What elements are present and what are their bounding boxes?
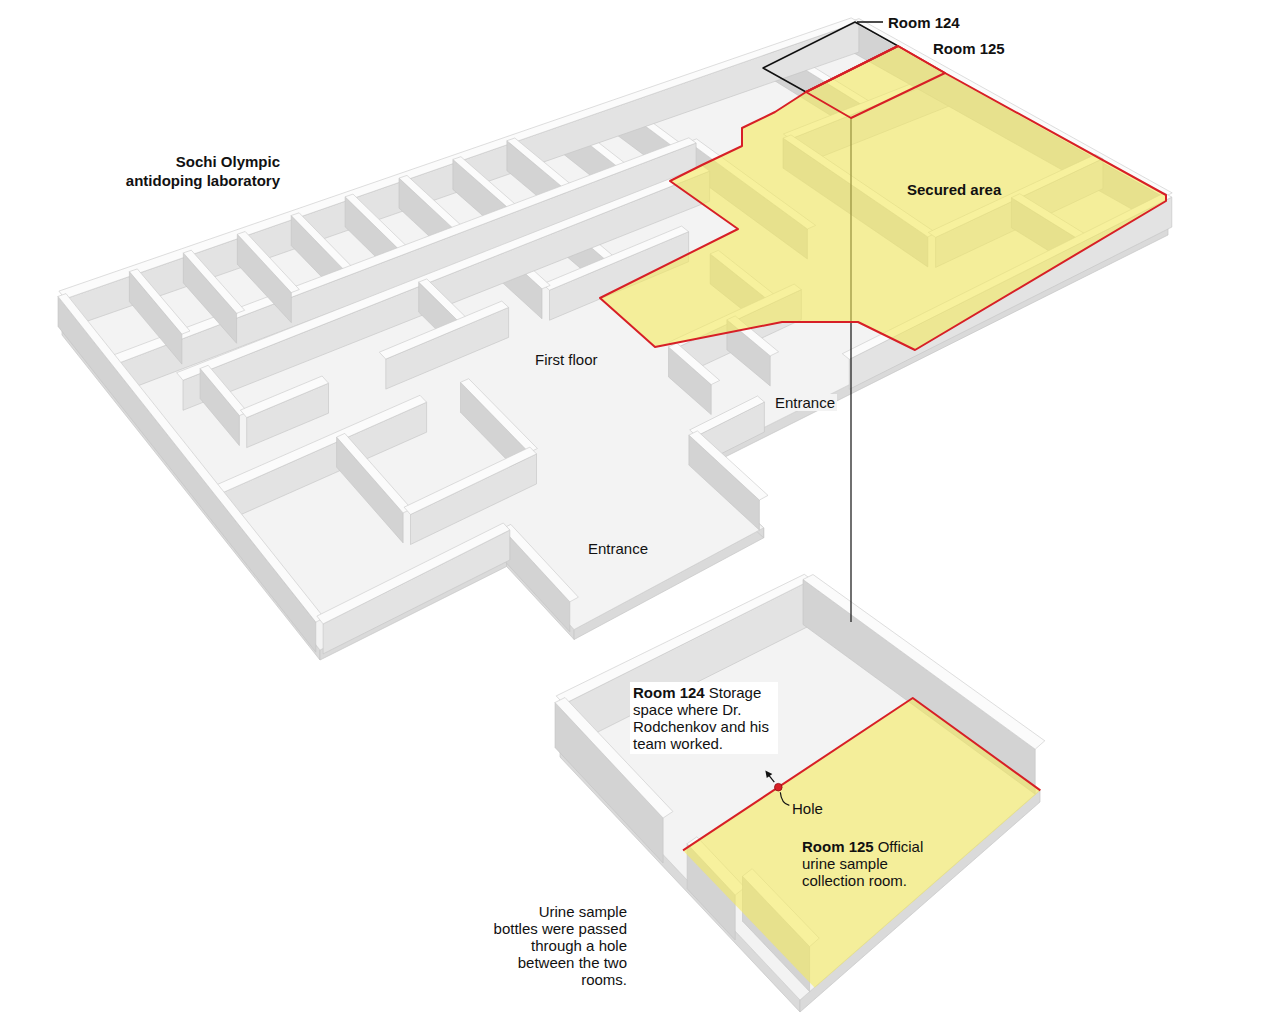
wall-top [237,232,299,293]
wall [502,524,578,631]
wall-top [129,269,190,334]
node-shape [806,46,945,118]
secured-area: Secured area Room 125 [600,46,1166,350]
collection-room: Room 125Official urine sample collection… [683,698,1040,988]
wall-top [669,343,720,385]
inset-walls [555,574,1045,991]
wall [404,447,536,544]
node-shape-group [600,46,1166,350]
leader-line [857,21,883,23]
room-caption: Room 125Official urine sample collection… [799,836,935,891]
wall-top [200,365,248,415]
room-label: Room 125 [933,40,1005,57]
room-label: Room 124 [888,14,960,31]
node-outline [806,46,945,118]
wall [317,523,510,654]
wall [237,232,299,323]
wall-top [379,301,508,359]
room-heading: Room 124 [633,684,705,701]
wall [689,431,768,530]
node-outline [683,698,1040,988]
wall-top [214,395,427,494]
floor-plan-walls [58,18,1172,654]
wall-face [58,296,316,652]
entrance-label: Entrance [773,394,837,411]
node-shape-group [683,698,1040,988]
wall-top [183,250,244,313]
wall-face [323,530,510,654]
wall-top [404,447,536,514]
node-outline [600,46,1166,350]
wall-top [419,279,469,323]
room-border [683,698,1040,850]
room-outline: Room 125 [806,46,945,118]
room-caption: Room 124Storage space where Dr. Rodchenk… [630,682,778,754]
wall-top [291,213,354,272]
wall [337,433,412,543]
wall [200,365,248,445]
wall-top [240,376,328,418]
entrance-label: Entrance [586,540,650,557]
wall-top [111,138,697,364]
wall-top [399,175,463,230]
wall [129,269,190,364]
wall [379,301,508,389]
wall-top [337,433,412,513]
wall-top [461,379,538,453]
wall-top [345,194,409,251]
wall [240,376,328,448]
note: Urine sample bottles were passed through… [490,903,629,988]
wall-top [689,431,768,500]
area-label: Secured area [907,181,1001,198]
wall [111,138,697,394]
wall-top [58,294,324,622]
title: Sochi Olympic antidoping laboratory [110,152,280,190]
node-shape [600,46,1166,350]
room-heading: Room 125 [802,838,874,855]
wall-top [690,396,765,436]
wall [183,250,244,343]
wall-top [507,138,573,189]
wall-top [453,157,518,210]
wall-top [317,523,510,624]
pass-arrow-head [765,770,772,778]
wall-top [502,524,578,601]
floor-label: First floor [533,351,600,368]
leader-line [780,792,789,805]
node-shape-group [806,46,945,118]
hole-dot [774,783,782,791]
wall [669,343,720,415]
hole-label: Hole [790,800,825,817]
wall [58,294,324,652]
